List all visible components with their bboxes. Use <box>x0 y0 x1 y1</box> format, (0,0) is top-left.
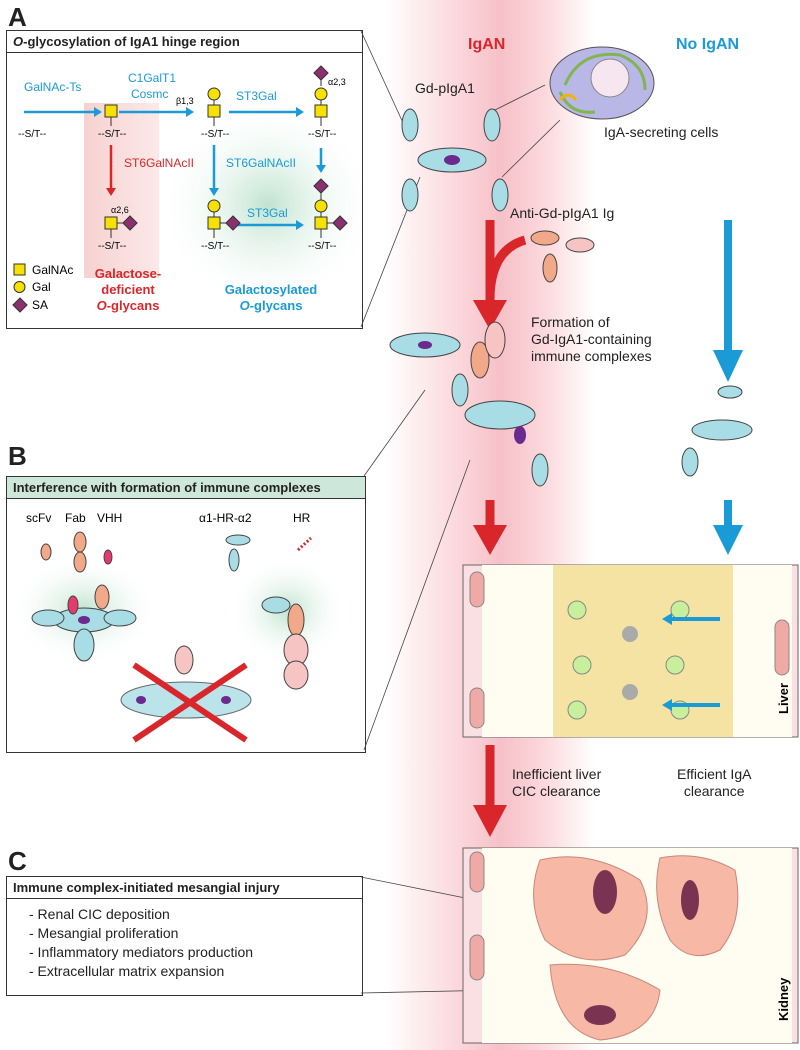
legend-sa: SA <box>32 298 48 312</box>
igan-heading: IgAN <box>468 36 506 53</box>
iga-secreting-cell <box>549 46 655 120</box>
label-vhh: VHH <box>97 511 122 525</box>
interference-diagram: scFv Fab VHH α1-HR-α2 HR <box>9 511 348 743</box>
enzyme-st3gal-bottom: ST3Gal <box>247 206 288 220</box>
normal-iga <box>681 385 753 477</box>
panel-letter-a: A <box>8 2 27 32</box>
injury-item: - Inflammatory mediators production <box>29 944 254 960</box>
label-hr: HR <box>293 511 311 525</box>
pathway-figure: Liver Kidney <box>389 46 799 1044</box>
enzyme-galnac-ts: GalNAc-Ts <box>24 80 81 94</box>
legend-gal: Gal <box>32 280 51 294</box>
deficient-label-3: O-glycans <box>97 298 160 313</box>
site-label: --S/T-- <box>308 241 336 252</box>
linkage-a23-top: α2,3 <box>328 77 346 87</box>
enzyme-st6galnacii-blue: ST6GalNAcII <box>226 156 296 170</box>
site-label: --S/T-- <box>201 129 229 140</box>
site-label: --S/T-- <box>98 129 126 140</box>
glycosylation-pathway-diagram: GalNAc-Ts C1GalT1 Cosmc ST3Gal ST6GalNAc… <box>12 65 362 313</box>
enzyme-st6galnacii-red: ST6GalNAcII <box>124 156 194 170</box>
enzyme-cosmc: Cosmc <box>131 87 168 101</box>
linkage-a26: α2,6 <box>111 205 129 215</box>
panel-a-title: O-glycosylation of IgA1 hinge region <box>7 31 362 53</box>
deficient-label-1: Galactose- <box>95 266 161 281</box>
no-igan-heading: No IgAN <box>676 36 740 53</box>
site-label: --S/T-- <box>18 129 46 140</box>
liver-label: Liver <box>776 683 791 714</box>
label-scfv: scFv <box>26 511 51 525</box>
panel-letter-b: B <box>8 441 27 471</box>
kidney-label: Kidney <box>776 977 791 1021</box>
galactosylated-label-2: O-glycans <box>240 298 303 313</box>
label-a1-hr-a2: α1-HR-α2 <box>199 511 252 525</box>
site-label: --S/T-- <box>201 241 229 252</box>
immune-complex <box>389 321 549 487</box>
deficient-label-2: deficient <box>101 282 155 297</box>
gd-piga1-molecule <box>401 108 509 212</box>
panel-b-title: Interference with formation of immune co… <box>7 477 365 499</box>
injury-item: - Renal CIC deposition <box>29 906 170 922</box>
anti-gd-label: Anti-Gd-pIgA1 Ig <box>510 205 615 221</box>
site-label: --S/T-- <box>98 241 126 252</box>
site-label: --S/T-- <box>308 129 336 140</box>
panel-c-title: Immune complex-initiated mesangial injur… <box>7 877 362 899</box>
label-fab: Fab <box>65 511 86 525</box>
injury-item: - Extracellular matrix expansion <box>29 963 225 979</box>
enzyme-st3gal-top: ST3Gal <box>236 89 277 103</box>
panel-c-box: Immune complex-initiated mesangial injur… <box>6 876 363 996</box>
kidney-panel: Kidney <box>462 847 799 1044</box>
enzyme-c1galt1: C1GalT1 <box>128 71 176 85</box>
linkage-b13: β1,3 <box>176 96 194 106</box>
galactosylated-highlight <box>158 100 362 310</box>
liver-panel: Liver <box>462 564 799 738</box>
iga-secreting-label: IgA-secreting cells <box>604 124 719 140</box>
anti-gd-antibody <box>530 230 595 283</box>
gd-piga1-label: Gd-pIgA1 <box>415 80 475 96</box>
panel-letter-c: C <box>8 846 27 876</box>
galactosylated-label-1: Galactosylated <box>225 282 318 297</box>
injury-item: - Mesangial proliferation <box>29 925 179 941</box>
deficient-highlight <box>84 103 159 278</box>
legend-galnac: GalNAc <box>32 263 73 277</box>
